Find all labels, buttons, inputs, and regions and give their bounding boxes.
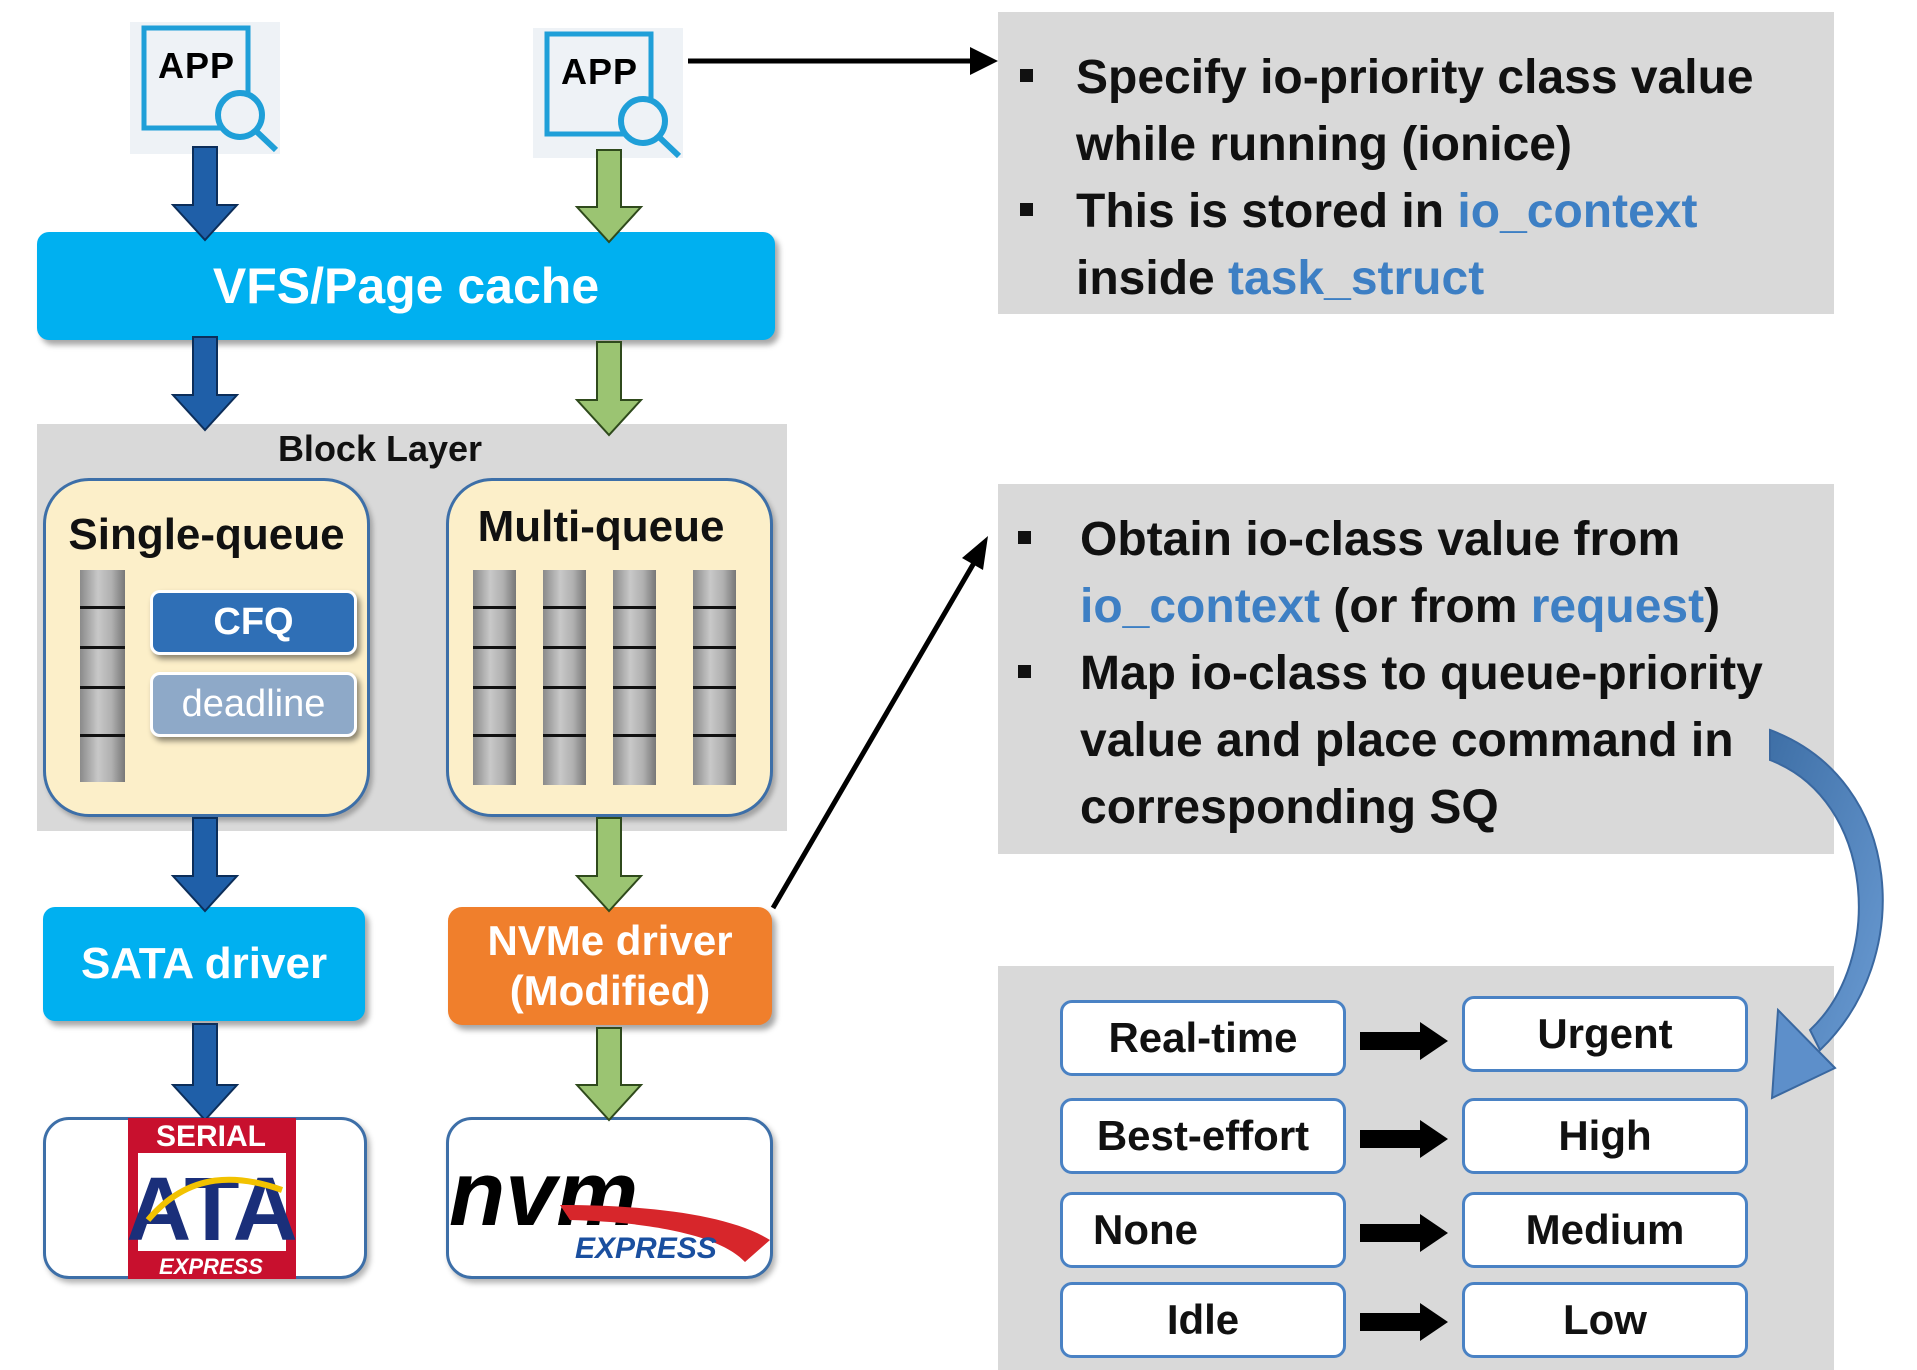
bullet-square-icon [1020, 69, 1033, 82]
io-class-best-effort: Best-effort [1060, 1098, 1346, 1174]
multi-queue-column-4 [693, 570, 736, 785]
io-class-real-time: Real-time [1060, 1000, 1346, 1076]
io-context-term: io_context [1457, 185, 1698, 238]
single-queue-column [80, 570, 125, 782]
io-class-idle: Idle [1060, 1282, 1346, 1358]
bullet-square-icon [1020, 203, 1033, 216]
arrow-to-top-panel [688, 47, 998, 75]
bullet-text-line: This is stored in [1076, 185, 1458, 238]
io-class-none: None [1060, 1192, 1346, 1268]
single-queue-label: Single-queue [68, 510, 345, 559]
info-bullet-obtain-io-class: Obtain io-class value from io_context (o… [998, 506, 1834, 640]
sata-logo-main-text: ATA [126, 1160, 298, 1260]
bullet-square-icon [1018, 531, 1031, 544]
blue-down-arrow [170, 146, 240, 242]
queue-priority-medium: Medium [1462, 1192, 1748, 1268]
app-icon-label: APP [158, 45, 235, 86]
nvme-driver-modified-label: (Modified) [509, 967, 711, 1014]
nvme-mapping-info-panel: Obtain io-class value from io_context (o… [998, 484, 1834, 854]
blue-down-arrow [170, 1023, 240, 1122]
queue-priority-low: Low [1462, 1282, 1748, 1358]
blue-down-arrow [170, 817, 240, 913]
serial-ata-express-logo: SERIAL ATA EXPRESS [126, 1118, 298, 1279]
queue-priority-urgent: Urgent [1462, 996, 1748, 1072]
bullet-text-line: Map io-class to queue-priority [1080, 647, 1763, 700]
vfs-page-cache-box: VFS/Page cache [37, 232, 775, 340]
sata-driver-box: SATA driver [43, 907, 365, 1021]
io-priority-info-panel: Specify io-priority class value while ru… [998, 12, 1834, 314]
arrow-to-middle-panel [770, 536, 988, 910]
bullet-text-line: value and place command in [1080, 714, 1734, 767]
green-down-arrow [574, 1027, 644, 1122]
right-arrow-icon [1360, 1120, 1448, 1158]
curved-arrow-to-mapping [1769, 728, 1884, 1100]
app-icon-label: APP [561, 51, 638, 92]
bullet-text-line: inside [1076, 252, 1229, 305]
nvm-logo-main-text: nvm [449, 1143, 638, 1245]
bullet-square-icon [1018, 665, 1031, 678]
queue-priority-high: High [1462, 1098, 1748, 1174]
nvm-logo-sub-text: EXPRESS [575, 1232, 717, 1265]
info-bullet-io-context: This is stored in io_context inside task… [998, 178, 1834, 312]
bullet-text-line: while running (ionice) [1076, 118, 1572, 171]
right-arrow-icon [1360, 1303, 1448, 1341]
nvme-driver-label: NVMe driver [487, 917, 733, 965]
multi-queue-label: Multi-queue [477, 502, 725, 551]
bullet-text-line: corresponding SQ [1080, 781, 1499, 834]
info-bullet-map-io-class: Map io-class to queue-priority value and… [998, 640, 1834, 841]
io-context-term: io_context [1080, 580, 1321, 633]
cfq-scheduler: CFQ [150, 590, 357, 655]
multi-queue-column-3 [613, 570, 656, 785]
bullet-text-line: Obtain io-class value from [1080, 513, 1681, 566]
task-struct-term: task_struct [1228, 252, 1485, 305]
green-down-arrow [574, 341, 644, 437]
nvm-express-logo: nvm EXPRESS [449, 1143, 770, 1265]
app-search-icon: APP [141, 25, 279, 153]
nvme-driver-box: NVMe driver (Modified) [448, 907, 772, 1025]
request-term: request [1530, 580, 1705, 633]
block-layer-title: Block Layer [277, 428, 483, 469]
multi-queue-column-1 [473, 570, 516, 785]
blue-down-arrow [170, 336, 240, 432]
right-arrow-icon [1360, 1214, 1448, 1252]
sata-logo-top-text: SERIAL [156, 1120, 266, 1153]
right-arrow-icon [1360, 1022, 1448, 1060]
sata-logo-bottom-text: EXPRESS [159, 1254, 263, 1279]
green-down-arrow [574, 149, 644, 244]
nvme-logo-box [446, 1117, 773, 1279]
deadline-scheduler: deadline [150, 672, 357, 737]
bullet-text-line: Specify io-priority class value [1076, 51, 1754, 104]
info-bullet-ionice: Specify io-priority class value while ru… [998, 44, 1834, 178]
bullet-text-line: ) [1704, 580, 1721, 633]
green-down-arrow [574, 817, 644, 913]
multi-queue-column-2 [543, 570, 586, 785]
app-search-icon: APP [544, 31, 682, 159]
bullet-text-line: (or from [1320, 580, 1531, 633]
